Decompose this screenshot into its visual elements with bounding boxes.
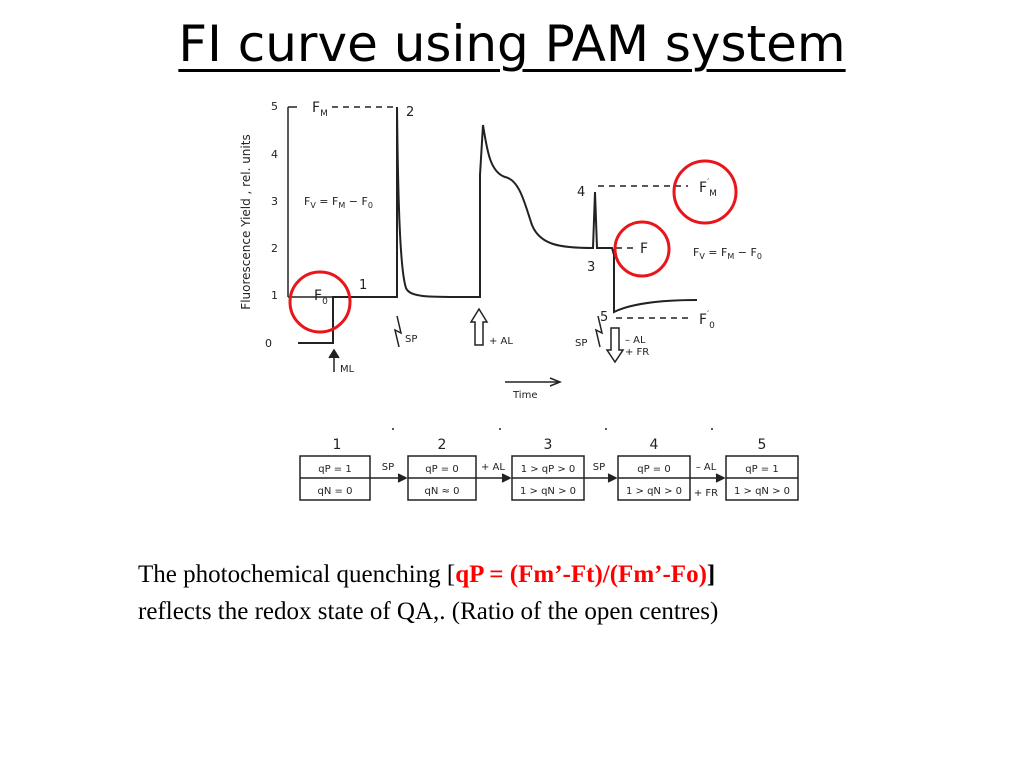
scheme-line: qP = 1 xyxy=(745,464,778,475)
scheme-transition-labels: SP + AL SP – AL + FR xyxy=(382,462,718,499)
fm-prime-highlight xyxy=(672,159,738,225)
transition-top: – AL xyxy=(696,462,717,473)
caption: The photochemical quenching [qP = (Fm’-F… xyxy=(138,556,998,630)
point-number: 2 xyxy=(406,105,414,120)
y-tick: 4 xyxy=(271,148,278,161)
f-highlight xyxy=(613,220,671,278)
scheme-line: qN ≈ 0 xyxy=(425,486,460,497)
f0-label: F0 xyxy=(314,288,328,307)
point-number: 5 xyxy=(600,310,608,325)
y-tick: 5 xyxy=(271,100,278,113)
ml-label: ML xyxy=(340,364,355,375)
scheme-numbers: 1 2 3 4 5 xyxy=(333,437,767,453)
point-number: 4 xyxy=(577,185,585,200)
scheme-line: 1 > qN > 0 xyxy=(734,486,790,497)
y-tick: 0 xyxy=(265,337,272,350)
fr-on-label: + FR xyxy=(625,347,649,358)
pulse-arrows xyxy=(328,307,625,387)
scheme-number: 5 xyxy=(758,437,767,453)
level-labels: FM F0 F′M F F′0 xyxy=(312,100,717,331)
y-tick: 2 xyxy=(271,242,278,255)
x-axis-label: Time xyxy=(512,390,537,401)
fm-prime-label: F′M xyxy=(699,178,717,199)
al-off-arrow-icon xyxy=(605,327,625,364)
transition-top: SP xyxy=(593,462,605,473)
f0-prime-label: F′0 xyxy=(699,310,715,331)
scheme-box-text: qP = 1 qN = 0 qP = 0 qN ≈ 0 1 > qP > 0 1… xyxy=(318,464,790,497)
scheme-line: 1 > qP > 0 xyxy=(521,464,576,475)
al-off-label: – AL xyxy=(625,335,646,346)
scheme-line: qP = 1 xyxy=(318,464,351,475)
transition-bottom: + FR xyxy=(694,488,718,499)
fm-label: FM xyxy=(312,100,328,119)
sp2-label: SP xyxy=(575,338,587,349)
y-tick: 3 xyxy=(271,195,278,208)
point-number: 3 xyxy=(587,260,595,275)
pulse-labels: ML SP + AL SP – AL + FR Time xyxy=(340,334,649,401)
y-ticks: 0 1 2 3 4 5 xyxy=(265,100,278,350)
scheme-number: 4 xyxy=(650,437,659,453)
point-number: 1 xyxy=(359,278,367,293)
equations: FV = FM − F0 FV = FM − F0 xyxy=(304,195,762,261)
y-axis-label: Fluorescence Yield , rel. units xyxy=(239,134,253,309)
time-arrowhead xyxy=(549,377,563,387)
f-label: F xyxy=(640,241,648,257)
scheme-line: qP = 0 xyxy=(637,464,670,475)
y-tick: 1 xyxy=(271,289,278,302)
qp-formula: qP = (Fm’-Ft)/(Fm’-Fo) xyxy=(455,561,707,588)
scheme-line: qN = 0 xyxy=(318,486,353,497)
scheme-line: 1 > qN > 0 xyxy=(520,486,576,497)
caption-line1-pre: The photochemical quenching [ xyxy=(138,561,456,588)
scheme-number: 3 xyxy=(544,437,553,453)
al-on-arrow-icon xyxy=(469,307,489,346)
highlight-circles xyxy=(288,159,738,334)
fv-equation: FV = FM − F0 xyxy=(304,195,373,210)
ml-arrowhead xyxy=(328,348,340,359)
al-on-label: + AL xyxy=(489,336,513,347)
fluorescence-trace xyxy=(298,106,698,344)
caption-line2: reflects the redox state of QA,. (Ratio … xyxy=(138,598,719,625)
f0-highlight xyxy=(288,270,352,334)
transition-top: + AL xyxy=(481,462,505,473)
sp2-arrow-icon xyxy=(594,315,604,348)
sp1-label: SP xyxy=(405,334,417,345)
fv-prime-equation: FV = FM − F0 xyxy=(693,246,762,261)
scheme-line: 1 > qN > 0 xyxy=(626,486,682,497)
scheme-number: 1 xyxy=(333,437,342,453)
sp1-arrow-icon xyxy=(393,315,403,348)
scheme-number: 2 xyxy=(438,437,447,453)
point-numbers: 1 2 3 4 5 xyxy=(359,105,608,325)
quenching-scheme xyxy=(299,428,799,501)
transition-top: SP xyxy=(382,462,394,473)
caption-line1-post: ] xyxy=(706,561,716,588)
scheme-line: qP = 0 xyxy=(425,464,458,475)
dashed-levels xyxy=(332,106,693,319)
slide-title: FI curve using PAM system xyxy=(178,15,846,73)
